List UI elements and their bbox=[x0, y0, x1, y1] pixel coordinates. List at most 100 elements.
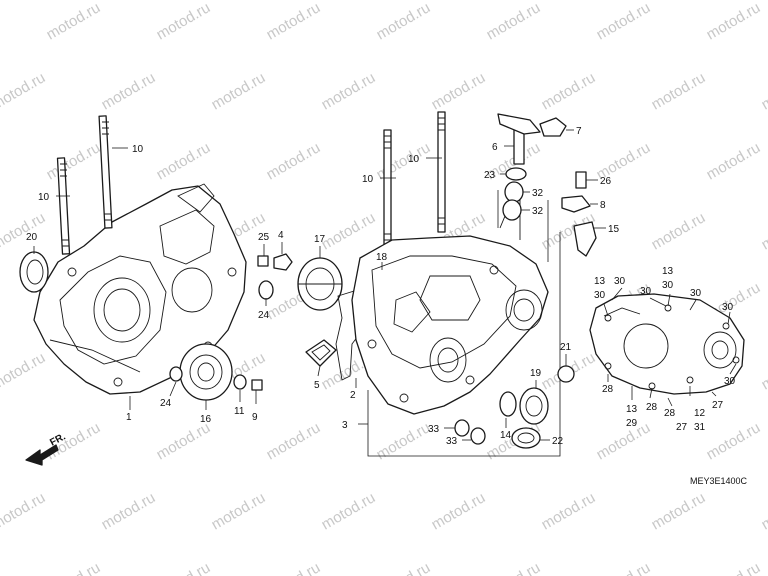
callout-3: 3 bbox=[342, 420, 348, 431]
watermark-text: motod.ru bbox=[594, 0, 654, 43]
watermark-text: motod.ru bbox=[374, 559, 434, 576]
callout-10: 10 bbox=[408, 154, 420, 165]
callout-9: 9 bbox=[252, 412, 258, 423]
dowel-pin-33-upper bbox=[454, 419, 470, 437]
callout-19: 19 bbox=[530, 368, 542, 379]
callout-7: 7 bbox=[576, 126, 582, 137]
watermark-text: motod.ru bbox=[649, 209, 709, 253]
watermark-text: motod.ru bbox=[319, 489, 379, 533]
callout-28: 28 bbox=[664, 408, 676, 419]
watermark-text: motod.ru bbox=[0, 69, 48, 113]
watermark-text: motod.ru bbox=[704, 139, 764, 183]
callout-10: 10 bbox=[38, 192, 50, 203]
watermark-text: motod.ru bbox=[704, 419, 764, 463]
callout-26: 26 bbox=[600, 176, 612, 187]
watermark-text: motod.ru bbox=[539, 69, 599, 113]
nut-21 bbox=[557, 365, 575, 383]
bolt-25 bbox=[257, 255, 269, 267]
bracket-8 bbox=[561, 195, 591, 213]
callout-30: 30 bbox=[640, 286, 652, 297]
bolt-26 bbox=[575, 171, 587, 189]
plug-11 bbox=[233, 374, 247, 390]
watermark-text: motod.ru bbox=[759, 209, 768, 253]
callout-27: 27 bbox=[676, 422, 688, 433]
bearing-16 bbox=[179, 343, 233, 401]
watermark-text: motod.ru bbox=[374, 419, 434, 463]
left-crankcase-half bbox=[33, 183, 247, 395]
watermark-text: motod.ru bbox=[429, 489, 489, 533]
callout-16: 16 bbox=[200, 414, 212, 425]
cylinder-stud-left-long bbox=[98, 115, 113, 229]
dowel-pin-24-upper bbox=[258, 280, 274, 300]
watermark-text: motod.ru bbox=[594, 419, 654, 463]
watermark-text: motod.ru bbox=[264, 559, 324, 576]
cylinder-stud-center-right bbox=[437, 111, 446, 233]
callout-30: 30 bbox=[690, 288, 702, 299]
watermark-text: motod.ru bbox=[154, 559, 214, 576]
callout-27: 27 bbox=[712, 400, 724, 411]
bearing-32-lower bbox=[502, 199, 522, 221]
cylinder-stud-center-left bbox=[383, 129, 392, 249]
watermark-text: motod.ru bbox=[594, 559, 654, 576]
callout-30: 30 bbox=[594, 290, 606, 301]
callout-11: 11 bbox=[234, 406, 245, 417]
watermark-text: motod.ru bbox=[539, 489, 599, 533]
watermark-text: motod.ru bbox=[264, 0, 324, 43]
bolt-9 bbox=[251, 379, 263, 391]
watermark-text: motod.ru bbox=[0, 209, 48, 253]
callout-31: 31 bbox=[694, 422, 706, 433]
callout-12: 12 bbox=[694, 408, 706, 419]
watermark-text: motod.ru bbox=[44, 0, 104, 43]
callout-23: 23 bbox=[484, 170, 496, 181]
callout-2: 2 bbox=[350, 390, 356, 401]
callout-30: 30 bbox=[662, 280, 674, 291]
callout-24: 24 bbox=[258, 310, 270, 321]
watermark-text: motod.ru bbox=[704, 559, 764, 576]
callout-18: 18 bbox=[376, 252, 388, 263]
oil-seal-20 bbox=[19, 251, 49, 293]
callout-29: 29 bbox=[626, 418, 638, 429]
watermark-text: motod.ru bbox=[759, 489, 768, 533]
callout-1: 1 bbox=[126, 412, 132, 423]
watermark-text: motod.ru bbox=[704, 0, 764, 43]
callout-14: 14 bbox=[500, 430, 512, 441]
callout-4: 4 bbox=[278, 230, 284, 241]
watermark-text: motod.ru bbox=[759, 349, 768, 393]
callout-21: 21 bbox=[560, 342, 572, 353]
callout-25: 25 bbox=[258, 232, 270, 243]
seal-22 bbox=[511, 427, 541, 449]
washer-23 bbox=[505, 167, 527, 181]
watermark-text: motod.ru bbox=[264, 139, 324, 183]
oil-seal-19 bbox=[519, 387, 549, 425]
dowel-pin-33-lower bbox=[470, 427, 486, 445]
callout-32: 32 bbox=[532, 206, 544, 217]
assembly-bracket bbox=[367, 190, 561, 457]
watermark-text: motod.ru bbox=[0, 489, 48, 533]
watermark-text: motod.ru bbox=[44, 139, 104, 183]
clip-7 bbox=[539, 117, 567, 137]
oil-seal-14 bbox=[499, 391, 517, 417]
callout-10: 10 bbox=[132, 144, 144, 155]
callout-13: 13 bbox=[662, 266, 674, 277]
watermark-text: motod.ru bbox=[429, 69, 489, 113]
callout-22: 22 bbox=[552, 436, 564, 447]
watermark-text: motod.ru bbox=[99, 489, 159, 533]
watermark-text: motod.ru bbox=[649, 69, 709, 113]
callout-10: 10 bbox=[362, 174, 374, 185]
watermark-text: motod.ru bbox=[264, 419, 324, 463]
callout-13: 13 bbox=[594, 276, 606, 287]
watermark-text: motod.ru bbox=[209, 489, 269, 533]
watermark-text: motod.ru bbox=[209, 69, 269, 113]
cover-5 bbox=[305, 339, 337, 367]
leader-lines bbox=[33, 129, 737, 441]
callout-15: 15 bbox=[608, 224, 620, 235]
callout-28: 28 bbox=[602, 384, 614, 395]
callout-17: 17 bbox=[314, 234, 326, 245]
fitting-4 bbox=[273, 253, 293, 271]
watermark-text: motod.ru bbox=[319, 209, 379, 253]
bearing-17 bbox=[297, 257, 343, 311]
sensor-15 bbox=[573, 221, 597, 257]
callout-33: 33 bbox=[428, 424, 440, 435]
watermark-text: motod.ru bbox=[154, 0, 214, 43]
watermark-text: motod.ru bbox=[484, 559, 544, 576]
